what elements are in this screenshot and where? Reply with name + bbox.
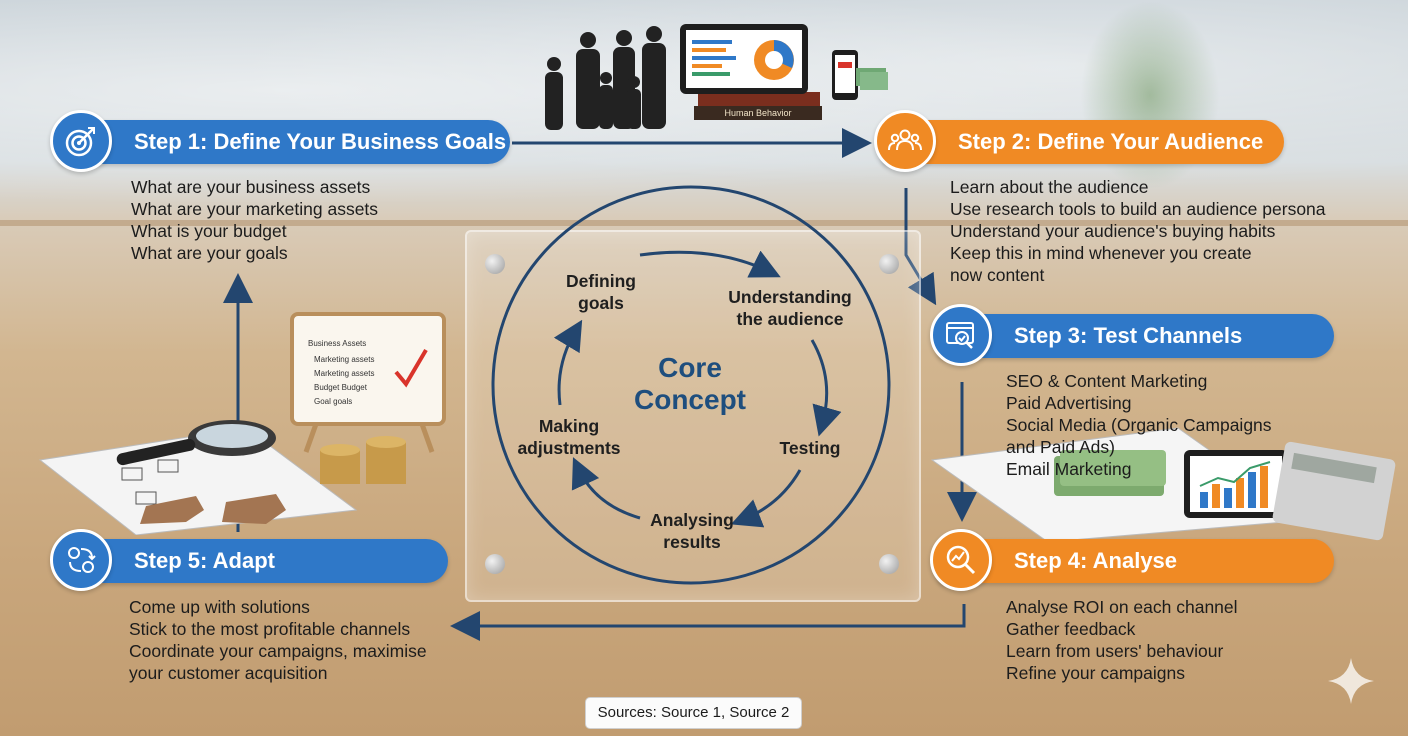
list-item: Come up with solutions: [129, 597, 310, 617]
whiteboard-easel-icon: Business Assets Marketing assets Marketi…: [290, 312, 446, 453]
people-and-devices-illustration: Human Behavior: [545, 24, 888, 130]
list-item: Keep this in mind whenever you create: [950, 243, 1252, 263]
cycle-arrow-top: [639, 250, 781, 278]
cycle-making-adjustments: Making adjustments: [512, 415, 626, 459]
arrow-step4-to-step5: [450, 604, 966, 641]
cycle-understanding-audience: Understanding the audience: [724, 286, 856, 330]
whiteboard-line: Budget Budget: [314, 383, 368, 392]
step5-title: Step 5: Adapt: [134, 548, 275, 573]
list-item: Coordinate your campaigns, maximise: [129, 641, 427, 661]
tablet-dashboard-icon: [680, 24, 808, 94]
cycle-arrow-right: [810, 339, 842, 437]
list-item: now content: [950, 265, 1045, 285]
list-item: Learn about the audience: [950, 177, 1149, 197]
sources-caption: Sources: Source 1, Source 2: [585, 697, 802, 729]
cycle-label-line: results: [663, 532, 721, 552]
list-item: Social Media (Organic Campaigns: [1006, 415, 1272, 435]
list-item: What are your goals: [131, 243, 288, 263]
list-item: Use research tools to build an audience …: [950, 199, 1326, 219]
cycle-testing: Testing: [772, 437, 848, 459]
whiteboard-line: Marketing assets: [314, 369, 374, 378]
step3-header: Step 3: Test Channels: [938, 314, 1334, 358]
step3-list: SEO & Content Marketing Paid Advertising…: [1006, 370, 1272, 480]
list-item: Analyse ROI on each channel: [1006, 597, 1238, 617]
list-item: Email Marketing: [1006, 459, 1132, 479]
adapt-cycle-icon: [50, 529, 112, 591]
stand-bolt: [485, 254, 505, 274]
cycle-label-line: the audience: [736, 309, 844, 329]
list-item: Gather feedback: [1006, 619, 1136, 639]
core-line-2: Concept: [634, 384, 746, 415]
step4-header: Step 4: Analyse: [938, 539, 1334, 583]
cycle-label-line: Understanding: [728, 287, 852, 307]
list-item: and Paid Ads): [1006, 437, 1115, 457]
cycle-label-line: adjustments: [517, 438, 621, 458]
analytics-magnifier-icon: [930, 529, 992, 591]
magnifying-glass-icon: [116, 420, 276, 466]
stand-bolt: [879, 254, 899, 274]
step5-header: Step 5: Adapt: [58, 539, 448, 583]
coin-stacks-icon: [320, 436, 406, 484]
step2-title: Step 2: Define Your Audience: [958, 129, 1264, 154]
cycle-arrow-left: [553, 319, 583, 406]
list-item: SEO & Content Marketing: [1006, 371, 1208, 391]
book-stack-icon: Human Behavior: [694, 92, 822, 120]
left-desk-props: Business Assets Marketing assets Marketi…: [38, 312, 446, 535]
list-item: What is your budget: [131, 221, 287, 241]
cycle-label-line: goals: [578, 293, 624, 313]
sparkle-icon: [1328, 658, 1374, 704]
tablet-chart-icon: [1184, 450, 1288, 518]
list-item: Refine your campaigns: [1006, 663, 1185, 683]
step1-list: What are your business assets What are y…: [131, 176, 378, 264]
puzzle-pieces-icon: [140, 494, 286, 524]
step2-list: Learn about the audience Use research to…: [950, 176, 1326, 286]
audience-group-icon: [874, 110, 936, 172]
step1-title: Step 1: Define Your Business Goals: [134, 129, 507, 154]
cycle-arrow-bottom-left: [571, 457, 641, 520]
stand-bolt: [485, 554, 505, 574]
stand-bolt: [879, 554, 899, 574]
step5-list: Come up with solutions Stick to the most…: [129, 596, 427, 684]
browser-check-icon: [930, 304, 992, 366]
cycle-defining-goals: Defining goals: [548, 270, 654, 314]
cycle-label-line: Analysing: [650, 510, 734, 530]
outer-ring: [491, 185, 891, 585]
cycle-label-line: Making: [538, 416, 600, 436]
step4-title: Step 4: Analyse: [1014, 548, 1178, 573]
arrow-step2-to-step3: [904, 188, 937, 306]
cycle-label-line: Testing: [779, 438, 841, 458]
whiteboard-line: Business Assets: [308, 339, 366, 348]
people-silhouettes-icon: [545, 26, 666, 130]
table-edge: [0, 220, 1408, 226]
calculator-icon: [1272, 441, 1396, 541]
whiteboard-line: Marketing assets: [314, 355, 374, 364]
money-stack-icon: [1054, 450, 1166, 496]
core-line-1: Core: [658, 352, 722, 383]
list-item: your customer acquisition: [129, 663, 328, 683]
list-item: Stick to the most profitable channels: [129, 619, 411, 639]
step3-title: Step 3: Test Channels: [1014, 323, 1243, 348]
right-desk-props: [930, 427, 1396, 543]
cycle-label-line: Defining: [566, 271, 636, 291]
acrylic-display-stand: [465, 230, 921, 602]
step1-header: Step 1: Define Your Business Goals: [58, 120, 510, 164]
step2-header: Step 2: Define Your Audience: [882, 120, 1284, 164]
book-label: Human Behavior: [724, 108, 791, 118]
list-item: What are your marketing assets: [131, 199, 379, 219]
list-item: What are your business assets: [131, 177, 371, 197]
cycle-analysing-results: Analysing results: [640, 509, 744, 553]
cycle-arrow-bottom-right: [730, 469, 802, 528]
whiteboard-line: Goal goals: [314, 397, 352, 406]
list-item: Paid Advertising: [1006, 393, 1132, 413]
target-icon: [50, 110, 112, 172]
step4-list: Analyse ROI on each channel Gather feedb…: [1006, 596, 1238, 684]
list-item: Learn from users' behaviour: [1006, 641, 1224, 661]
list-item: Understand your audience's buying habits: [950, 221, 1276, 241]
core-concept-label: Core Concept: [615, 352, 765, 416]
phone-icon: [832, 50, 888, 100]
